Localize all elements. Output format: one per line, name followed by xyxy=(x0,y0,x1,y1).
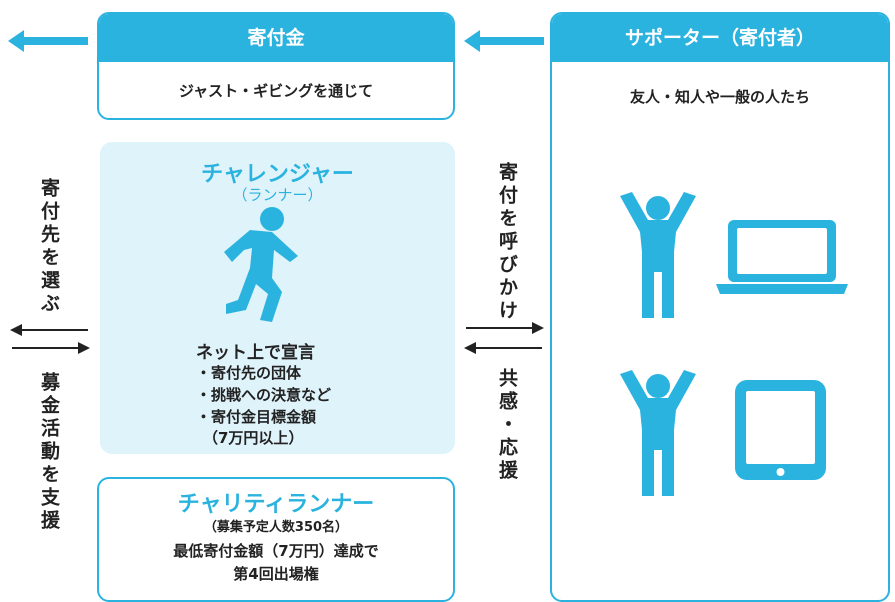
arrow-left-icon xyxy=(8,30,88,52)
donation-box: 寄付金 ジャスト・ギビングを通じて xyxy=(97,12,455,120)
double-arrow-icon xyxy=(10,324,90,354)
declaration-heading: ネット上で宣言 xyxy=(196,343,315,363)
list-item: ・寄付先の団体 xyxy=(196,364,302,382)
laptop-icon xyxy=(716,220,848,294)
left-label-bottom: 募金活動を支援 xyxy=(38,372,60,533)
supporter-subtitle: 友人・知人や一般の人たち xyxy=(629,88,810,106)
person-icon xyxy=(620,192,696,318)
charity-runner-line2: 第4回出場権 xyxy=(233,565,319,583)
supporter-title: サポーター（寄付者） xyxy=(552,14,888,62)
mid-label-top: 寄付を呼びかけ xyxy=(496,162,518,323)
donation-subtitle: ジャスト・ギビングを通じて xyxy=(178,82,374,100)
left-label-top: 寄付先を選ぶ xyxy=(38,178,60,316)
supporter-box: サポーター（寄付者） 友人・知人や一般の人たち xyxy=(550,12,890,602)
person-icon xyxy=(620,370,696,496)
donation-title: 寄付金 xyxy=(99,14,453,62)
list-item: ・挑戦への決意など xyxy=(196,386,332,404)
challenger-title: チャレンジャー xyxy=(201,162,354,187)
list-item: （7万円以上） xyxy=(203,429,304,447)
arrow-left-icon xyxy=(464,30,544,52)
charity-runner-recruit: （募集予定人数350名） xyxy=(203,520,349,535)
charity-runner-title: チャリティランナー xyxy=(177,492,375,517)
charity-runner-line1: 最低寄付金額（7万円）達成で xyxy=(173,542,379,560)
double-arrow-icon xyxy=(464,322,544,354)
tablet-icon xyxy=(735,380,826,480)
runner-icon xyxy=(224,207,298,322)
challenger-subtitle: （ランナー） xyxy=(232,186,323,204)
charity-runner-box xyxy=(97,477,455,602)
list-item: ・寄付金目標金額 xyxy=(196,408,317,426)
mid-label-bottom: 共感・応援 xyxy=(496,368,518,483)
